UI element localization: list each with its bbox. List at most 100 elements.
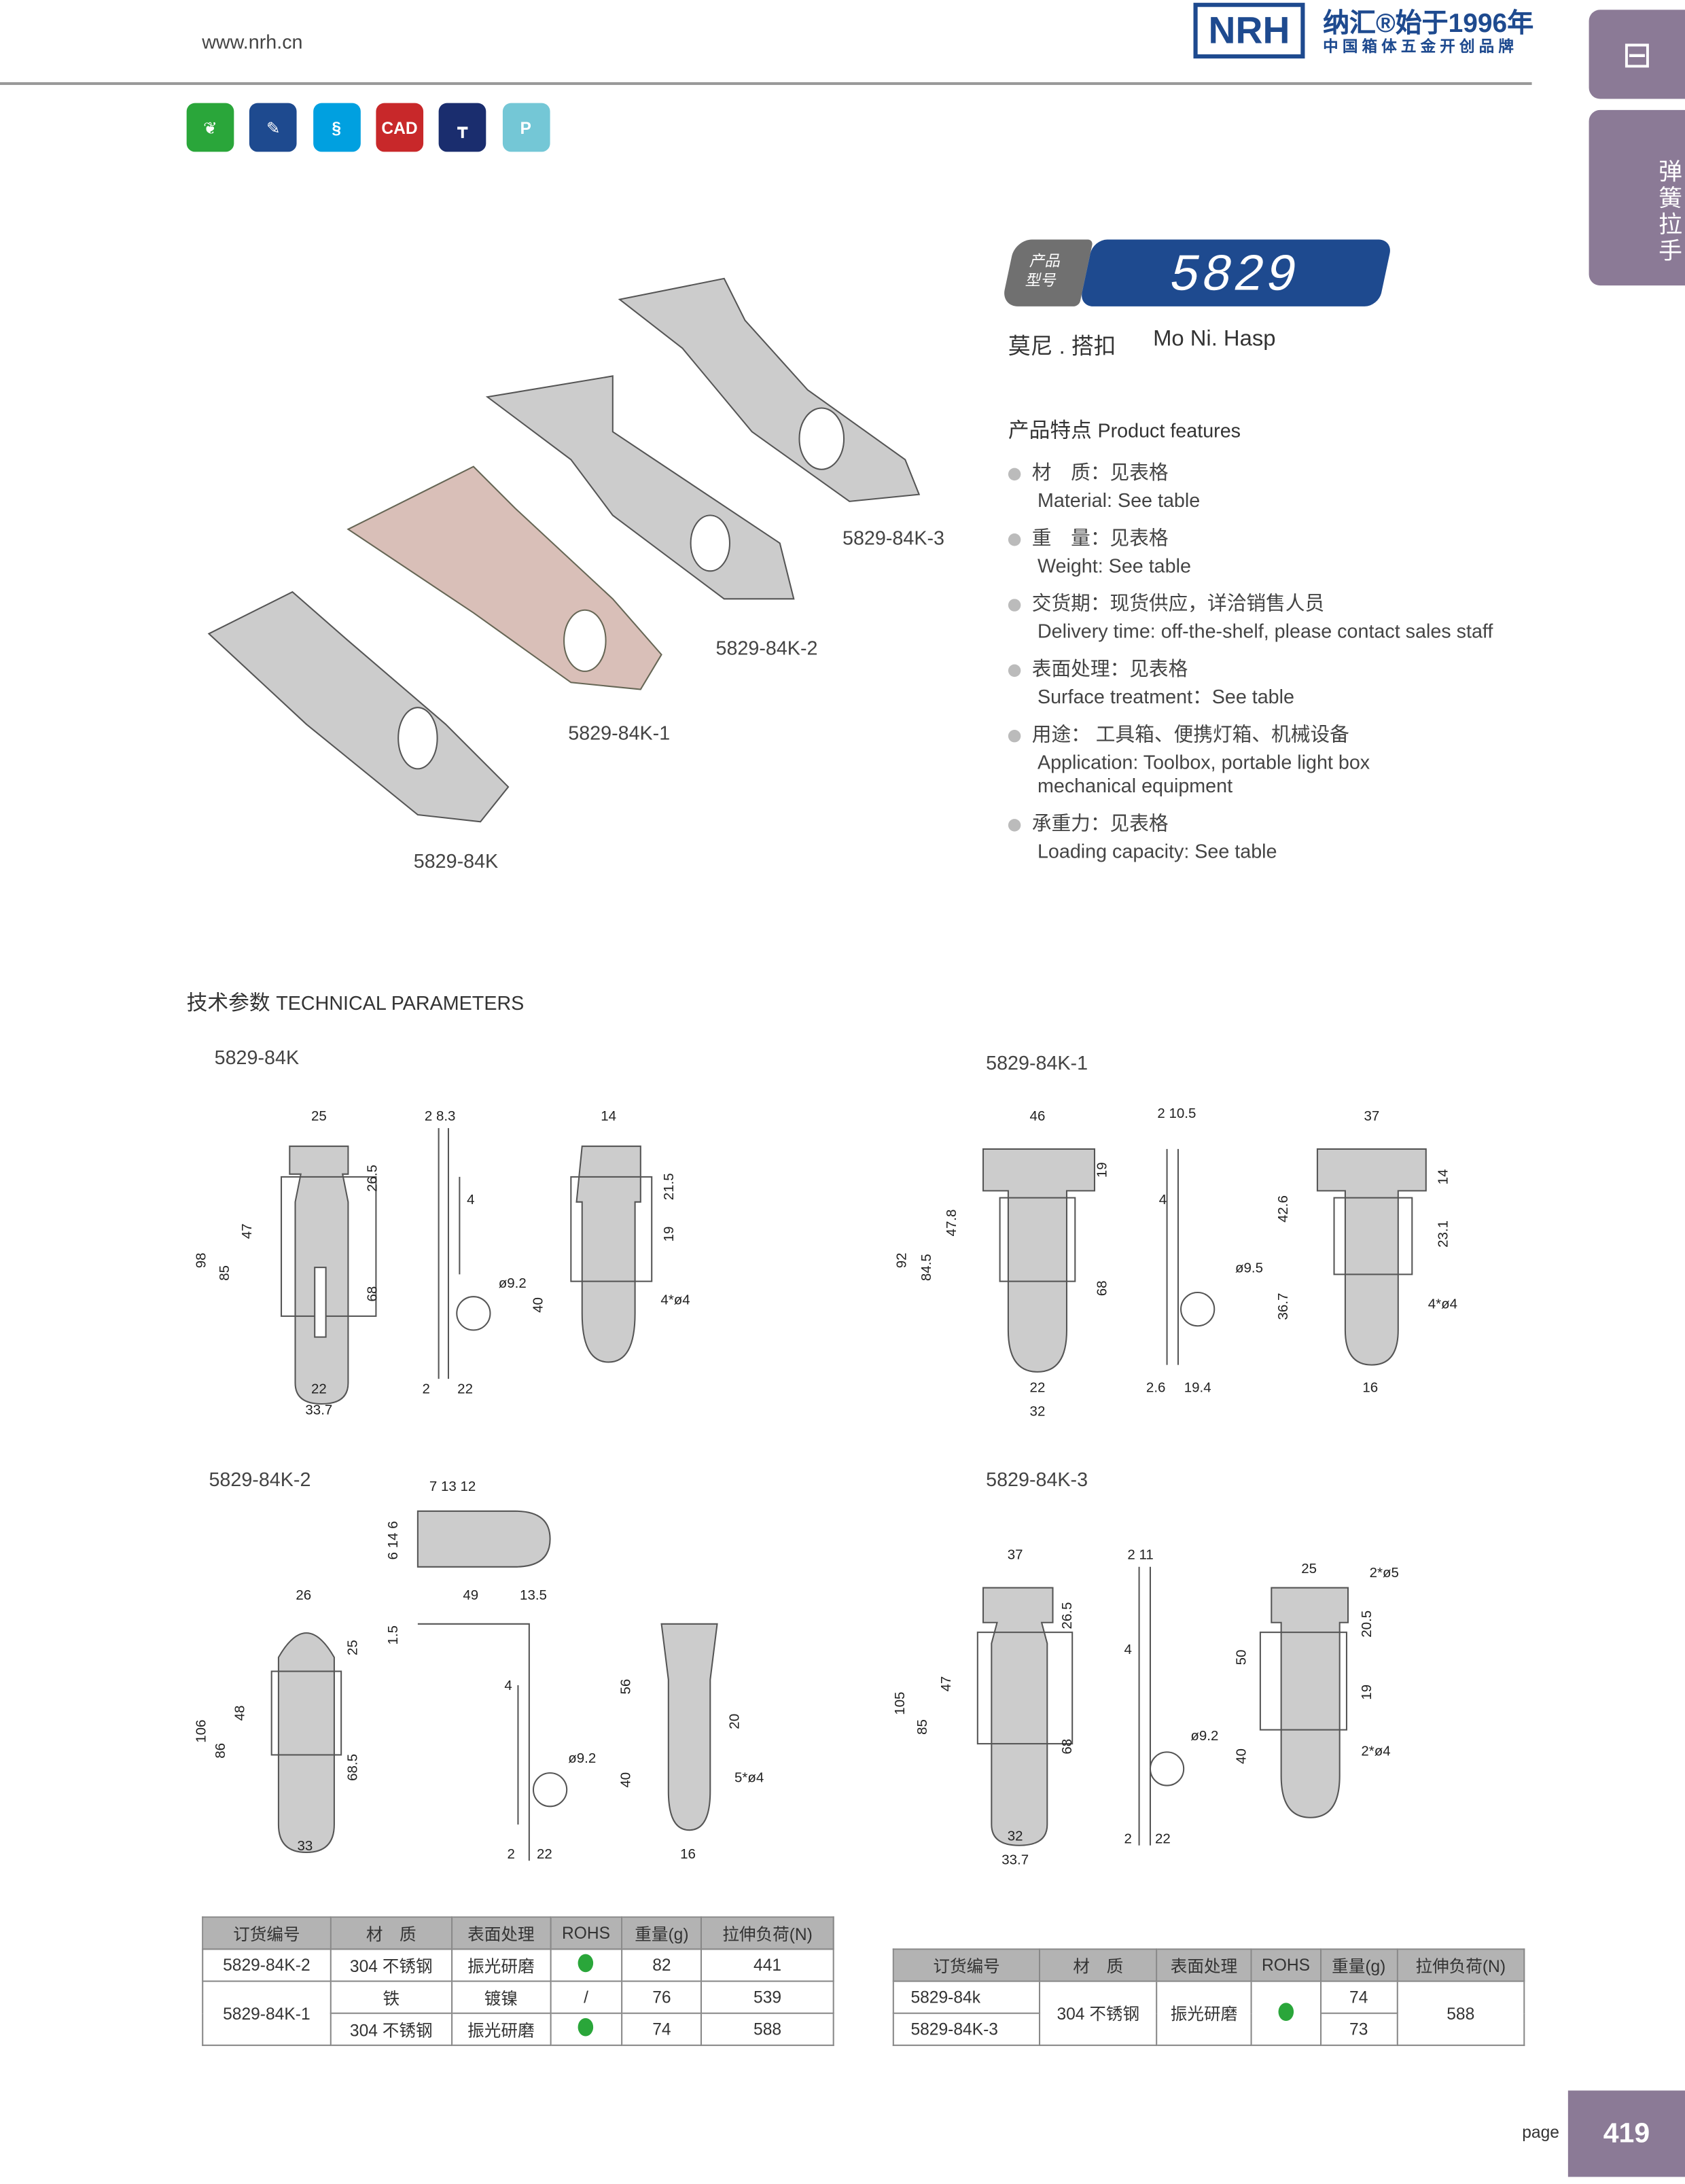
drawing-84K — [280, 1128, 653, 1405]
dimension-label: 19 — [1360, 1684, 1375, 1700]
feature-en: Application: Toolbox, portable light box… — [1037, 750, 1370, 797]
dimension-label: 2 — [507, 1847, 515, 1863]
cell: 振光研磨 — [450, 1948, 551, 1982]
rohs-cell — [549, 1948, 623, 1982]
dimension-label: ø9.2 — [1190, 1729, 1219, 1745]
dimension-label: 86 — [213, 1742, 230, 1759]
dimension-label: 46 — [1029, 1109, 1046, 1125]
dimension-label: 50 — [1234, 1649, 1250, 1666]
dimension-label: 26 — [296, 1588, 312, 1604]
bullet-icon — [1008, 533, 1021, 546]
dimension-label: 4*ø4 — [660, 1293, 690, 1309]
cad-icon: CAD — [376, 103, 423, 152]
cell: 铁 — [330, 1980, 453, 2014]
dimension-label: 48 — [233, 1705, 249, 1721]
dimension-label: 47 — [240, 1223, 256, 1239]
photo-caption: 5829-84K-2 — [715, 636, 818, 659]
screw-icon: ┳ — [439, 103, 486, 152]
cell: 74 — [621, 2012, 703, 2046]
dimension-label: 19.4 — [1184, 1381, 1211, 1396]
dimension-label: 98 — [194, 1252, 210, 1269]
dimension-label: 40 — [1234, 1748, 1250, 1764]
column-header: 订货编号 — [202, 1916, 332, 1950]
dimension-label: 36.7 — [1276, 1292, 1292, 1320]
dimension-label: 5*ø4 — [734, 1771, 764, 1786]
dimension-label: 16 — [680, 1847, 696, 1863]
cell: 振光研磨 — [1156, 1980, 1252, 2046]
dimension-label: 22 — [536, 1847, 552, 1863]
latch-icon-tab[interactable]: ⊟ — [1589, 10, 1685, 99]
dimension-label: 85 — [217, 1265, 234, 1281]
column-header: 重量(g) — [1319, 1948, 1398, 1982]
header-divider — [0, 82, 1532, 86]
cell: 539 — [700, 1980, 834, 2014]
tech-title-cn: 技术参数 — [186, 991, 270, 1016]
cell: 82 — [621, 1948, 703, 1982]
dimension-label: 22 — [311, 1382, 327, 1398]
column-header: 重量(g) — [621, 1916, 703, 1950]
bullet-icon — [1008, 468, 1021, 480]
dimension-label: 25 — [1301, 1562, 1317, 1578]
cell: 5829-84K-2 — [202, 1948, 332, 1982]
dimension-label: 85 — [915, 1719, 932, 1735]
column-header: 材 质 — [330, 1916, 453, 1950]
dimension-label: 92 — [894, 1252, 910, 1269]
cell: 76 — [621, 1980, 703, 2014]
dimension-label: 42.6 — [1276, 1195, 1292, 1223]
dimension-label: 20.5 — [1360, 1610, 1375, 1638]
column-header: 拉伸负荷(N) — [700, 1916, 834, 1950]
cell: 5829-84K-1 — [202, 1980, 332, 2046]
cell: 74 — [1319, 1980, 1398, 2014]
rohs-dot — [578, 1954, 594, 1973]
drawing-title: 5829-84K-1 — [986, 1051, 1088, 1074]
dimension-label: 22 — [1029, 1381, 1046, 1396]
dimension-label: 40 — [531, 1297, 547, 1313]
dimension-label: 4 — [1158, 1193, 1167, 1209]
brand-slogan: 纳汇®始于1996年 — [1323, 10, 1534, 39]
dimension-label: ø9.5 — [1235, 1261, 1264, 1277]
cell: 73 — [1319, 2012, 1398, 2046]
tech-title-en: TECHNICAL PARAMETERS — [276, 991, 525, 1015]
column-header: 材 质 — [1039, 1948, 1158, 1982]
column-header: 表面处理 — [450, 1916, 551, 1950]
dimension-label: 20 — [727, 1713, 743, 1729]
cell: 304 不锈钢 — [1039, 1980, 1158, 2046]
dimension-label: 68 — [1095, 1280, 1111, 1297]
cell: 5829-84k — [892, 1980, 1041, 2014]
dimension-label: 21.5 — [662, 1173, 678, 1201]
drawing-title: 5829-84K — [214, 1046, 300, 1069]
dimension-label: 32 — [1029, 1405, 1046, 1420]
dimension-label: 32 — [1007, 1829, 1023, 1845]
rohs-cell — [1250, 1980, 1322, 2046]
dimension-label: 2 10.5 — [1157, 1106, 1196, 1122]
bullet-icon — [1008, 664, 1021, 677]
dimension-label: 26.5 — [1060, 1602, 1076, 1630]
dimension-label: 1.5 — [386, 1625, 402, 1645]
dimension-label: 19 — [662, 1226, 678, 1242]
dimension-label: ø9.2 — [568, 1751, 597, 1767]
cell: 镀镍 — [450, 1980, 551, 2014]
nrh-logo: NRH — [1193, 3, 1305, 59]
drawing-84K-3 — [976, 1566, 1349, 1846]
rohs-cell — [549, 2012, 623, 2046]
dimension-label: 106 — [194, 1719, 210, 1743]
feature-en: Delivery time: off-the-shelf, please con… — [1037, 620, 1493, 642]
dimension-label: 37 — [1007, 1548, 1023, 1564]
feature-item: 重 量：见表格 Weight: See table — [1008, 521, 1565, 578]
dimension-label: 56 — [619, 1678, 635, 1695]
category-tab[interactable]: 弹簧拉手 — [1589, 109, 1685, 286]
dimension-label: 2 8.3 — [424, 1109, 456, 1125]
website-url[interactable]: www.nrh.cn — [202, 31, 303, 53]
drawing-title: 5829-84K-3 — [986, 1468, 1088, 1491]
latch-photo-84K-2 — [485, 375, 795, 600]
dimension-label: 13.5 — [520, 1588, 547, 1604]
feature-en: Surface treatment：See table — [1037, 685, 1294, 708]
dimension-label: 47 — [939, 1676, 955, 1692]
dimension-label: 105 — [893, 1691, 909, 1715]
bullet-icon — [1008, 729, 1021, 743]
rohs-dot — [578, 2018, 594, 2037]
column-header: 订货编号 — [892, 1948, 1041, 1982]
